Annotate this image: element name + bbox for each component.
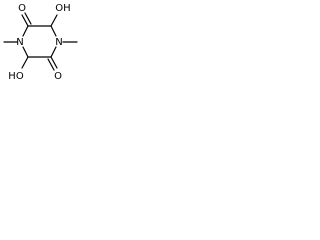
atom-label-nitrogen-left: N [16, 37, 23, 48]
bond-hydroxyl-top-right [50, 14, 58, 27]
bond-carbonyl-bottom-right-b [47, 58, 55, 71]
bond-n-left-c1 [22, 25, 29, 37]
structure-diagram: O OH N N HO O [3, 3, 78, 82]
bond-n-right-c3 [50, 46, 57, 58]
atom-label-oxygen-top-left: O [18, 3, 26, 14]
bond-carbonyl-top-left-b [24, 12, 32, 25]
bond-carbonyl-bottom-right-a [50, 56, 58, 69]
atom-label-oxygen-bottom-right: O [54, 71, 62, 82]
atom-label-hydroxyl-bottom-left: HO [8, 71, 24, 82]
bond-carbonyl-top-left-a [21, 14, 29, 27]
bond-c2-n-right [50, 25, 57, 37]
atom-label-nitrogen-right: N [55, 37, 62, 48]
bond-hydroxyl-bottom-left [21, 56, 29, 69]
bond-c4-n-left [22, 46, 29, 58]
atom-label-hydroxyl-top-right: OH [55, 3, 70, 14]
